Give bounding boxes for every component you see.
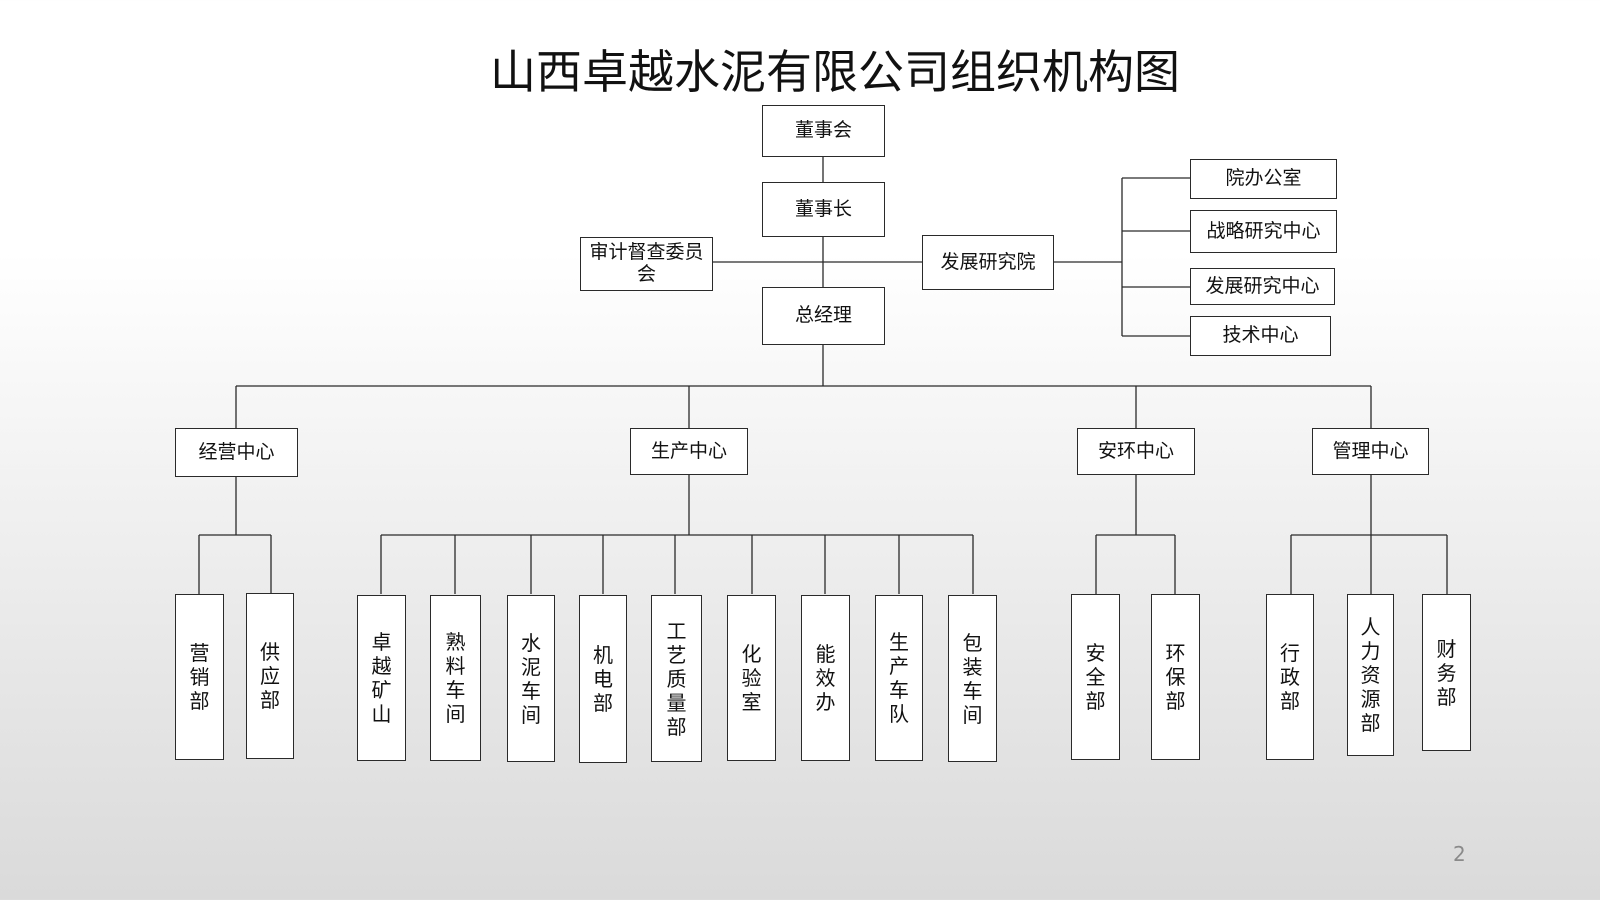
node-safety-env-center: 安环中心 [1077, 428, 1195, 475]
node-institute-office: 院办公室 [1190, 159, 1337, 199]
node-clinker-workshop: 熟料车间 [430, 595, 481, 761]
node-packing-workshop: 包装车间 [948, 595, 997, 762]
node-safety-dept: 安全部 [1071, 594, 1120, 760]
node-production-fleet: 生产车队 [875, 595, 923, 761]
node-mech-elec-dept: 机电部 [579, 595, 627, 763]
node-board: 董事会 [762, 105, 885, 157]
node-tech-center: 技术中心 [1190, 316, 1331, 356]
node-hr-dept: 人力资源部 [1347, 594, 1394, 756]
node-finance-dept: 财务部 [1422, 594, 1471, 751]
page-number: 2 [1453, 842, 1466, 866]
node-marketing-dept: 营销部 [175, 594, 224, 760]
node-business-center: 经营中心 [175, 428, 298, 477]
node-supply-dept: 供应部 [246, 593, 294, 759]
node-strategy-center: 战略研究中心 [1190, 210, 1337, 253]
node-energy-office: 能效办 [801, 595, 850, 761]
node-management-center: 管理中心 [1312, 428, 1429, 475]
node-production-center: 生产中心 [630, 428, 748, 475]
node-audit-committee: 审计督查委员会 [580, 237, 713, 291]
node-general-manager: 总经理 [762, 287, 885, 345]
node-quality-dept: 工艺质量部 [651, 595, 702, 762]
node-cement-workshop: 水泥车间 [507, 595, 555, 762]
node-env-dept: 环保部 [1151, 594, 1200, 760]
node-lab: 化验室 [727, 595, 776, 761]
node-research-institute: 发展研究院 [922, 235, 1054, 290]
chart-title: 山西卓越水泥有限公司组织机构图 [490, 45, 1180, 99]
node-admin-dept: 行政部 [1266, 594, 1314, 760]
node-chairman: 董事长 [762, 182, 885, 237]
node-mine: 卓越矿山 [357, 595, 406, 761]
node-dev-research-center: 发展研究中心 [1190, 268, 1335, 305]
